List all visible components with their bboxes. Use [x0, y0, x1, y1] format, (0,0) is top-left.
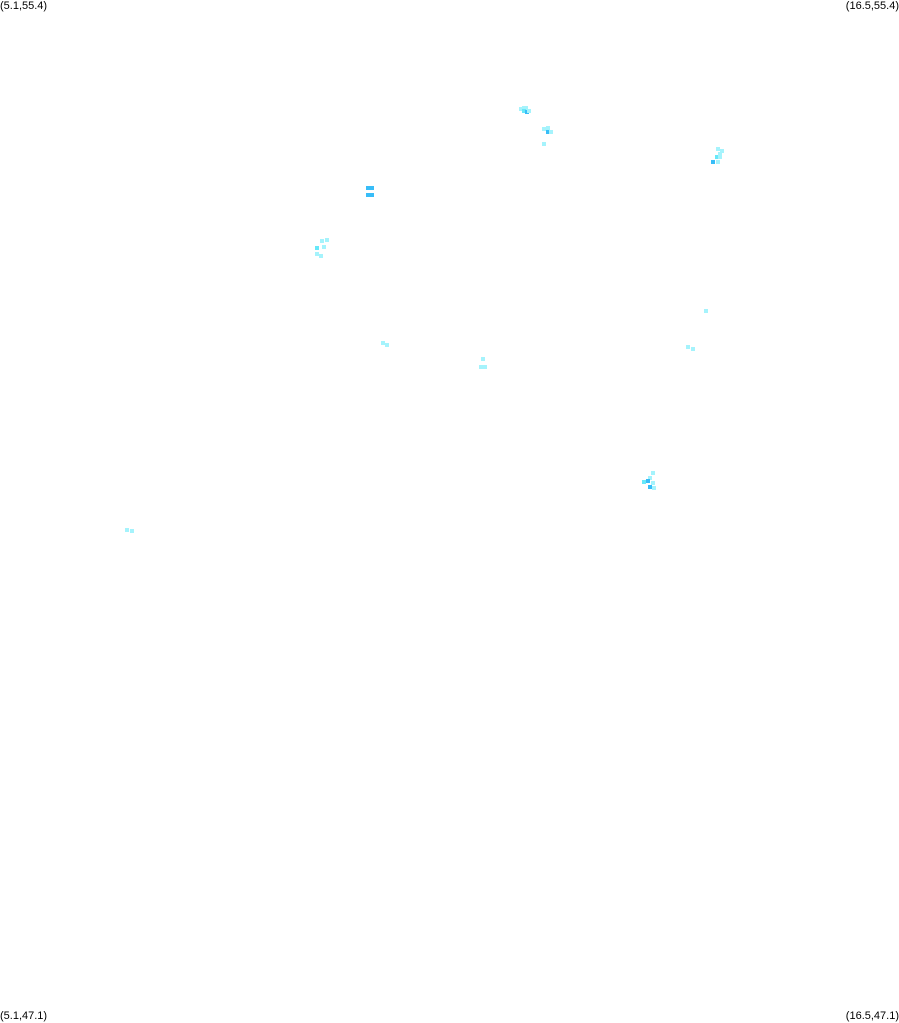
- density-cell: [521, 106, 526, 111]
- density-cell: [315, 246, 319, 251]
- density-cell: [322, 245, 327, 249]
- density-cell: [521, 108, 526, 113]
- density-cell: [715, 146, 720, 151]
- corner-label-bottom-right: (16.5,47.1): [845, 1010, 899, 1022]
- density-cell: [479, 365, 483, 370]
- density-cell: [716, 160, 721, 165]
- density-cell: [718, 155, 722, 160]
- density-cell: [646, 478, 651, 483]
- density-cell: [480, 356, 485, 361]
- density-cell: [319, 253, 323, 258]
- density-cell: [527, 108, 532, 113]
- density-cell: [381, 340, 386, 345]
- density-cell: [714, 155, 719, 160]
- density-cell: [319, 238, 324, 243]
- density-cell: [703, 308, 708, 313]
- density-cell: [518, 107, 523, 112]
- density-cell: [546, 125, 551, 130]
- density-cell: [370, 186, 375, 190]
- density-cell: [546, 129, 551, 134]
- density-cell: [651, 481, 655, 485]
- density-cell: [651, 471, 655, 476]
- density-cell: [651, 485, 656, 490]
- density-cell: [366, 193, 371, 198]
- density-cell: [129, 528, 134, 533]
- density-cell: [691, 347, 696, 351]
- density-cell: [647, 484, 652, 489]
- density-cell: [686, 344, 691, 349]
- density-cell: [719, 149, 724, 154]
- corner-label-bottom-left: (5.1,47.1): [0, 1010, 48, 1022]
- density-cell: [483, 365, 487, 370]
- density-cell: [718, 151, 722, 156]
- density-cell: [549, 129, 554, 134]
- density-cell: [385, 343, 390, 348]
- density-cell: [647, 476, 652, 480]
- corner-label-top-left: (5.1,55.4): [0, 0, 48, 12]
- density-cell: [125, 527, 129, 532]
- density-cell: [542, 127, 547, 131]
- density-cell: [315, 252, 319, 257]
- density-cell: [524, 109, 529, 114]
- density-cell: [642, 479, 647, 484]
- corner-label-top-right: (16.5,55.4): [845, 0, 899, 12]
- density-cell: [370, 193, 375, 198]
- density-cell: [542, 141, 547, 146]
- density-cell: [524, 106, 528, 111]
- density-cell: [366, 186, 371, 190]
- density-cell: [710, 160, 715, 165]
- density-cell: [324, 237, 329, 242]
